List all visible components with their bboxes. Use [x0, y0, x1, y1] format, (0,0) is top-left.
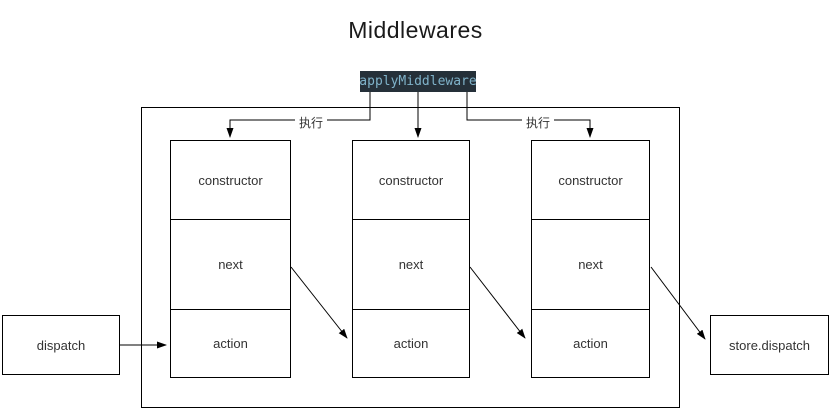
edge-label-execute-right: 执行 — [522, 115, 554, 132]
store-dispatch-box: store.dispatch — [710, 315, 829, 375]
action-cell-2: action — [353, 309, 469, 377]
edge-label-execute-left: 执行 — [295, 115, 327, 132]
next-cell-2: next — [353, 219, 469, 309]
next-cell-3: next — [532, 219, 649, 309]
middleware-box-1: constructor next action — [170, 140, 291, 378]
middlewares-container-box — [141, 107, 680, 408]
constructor-cell-2: constructor — [378, 172, 444, 188]
next-cell-1: next — [171, 219, 290, 309]
constructor-cell-1: constructor — [198, 172, 263, 188]
apply-middleware-badge: applyMiddleware — [359, 71, 477, 92]
action-cell-1: action — [171, 309, 290, 377]
constructor-cell-3: constructor — [558, 172, 623, 188]
dispatch-box: dispatch — [2, 315, 120, 375]
middleware-box-3: constructor next action — [531, 140, 650, 378]
action-cell-3: action — [532, 309, 649, 377]
diagram-title: Middlewares — [348, 17, 483, 43]
middleware-box-2: constructor next action — [352, 140, 470, 378]
